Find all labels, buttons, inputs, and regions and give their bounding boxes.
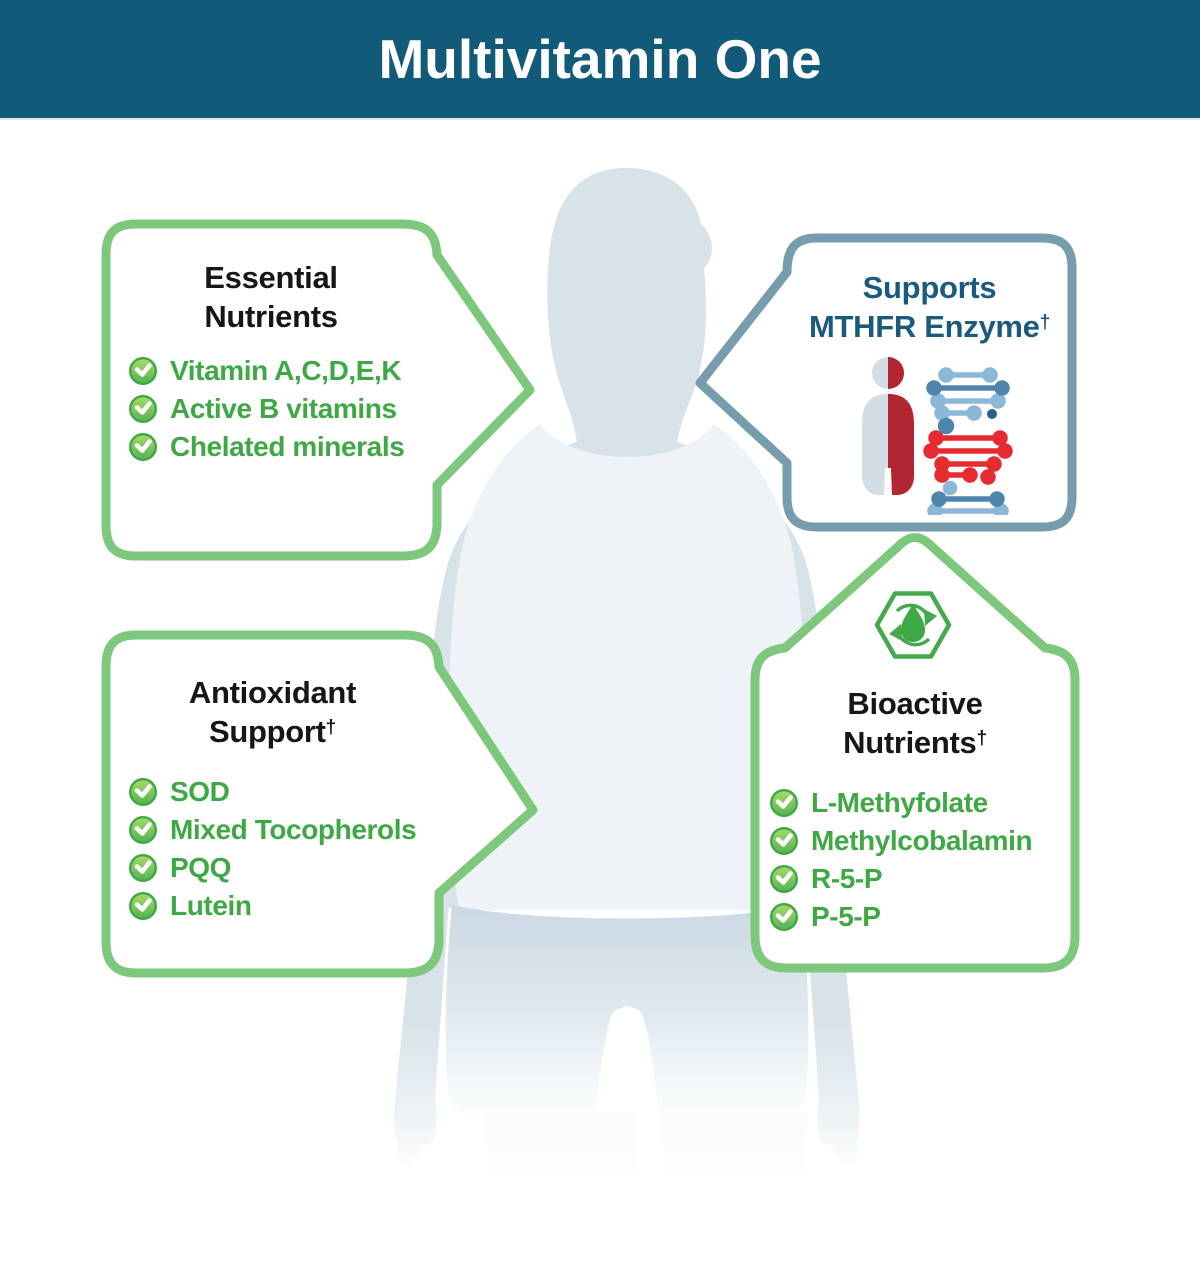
check-icon	[128, 777, 158, 807]
checklist-item-label: Mixed Tocopherols	[170, 814, 417, 845]
checklist-item-label: R-5-P	[811, 863, 883, 894]
check-icon	[128, 853, 158, 883]
check-icon	[769, 902, 799, 932]
speech-bubble-up-arrow	[750, 533, 1080, 973]
checklist: Vitamin A,C,D,E,K Active B vitamins	[106, 355, 436, 462]
checklist-item-label: P-5-P	[811, 901, 881, 932]
check-icon	[128, 891, 158, 921]
check-icon	[128, 815, 158, 845]
check-icon	[128, 356, 158, 386]
speech-bubble-right-arrow	[101, 219, 535, 561]
page-title: Multivitamin One	[378, 28, 822, 90]
checklist-item: Lutein	[128, 890, 439, 921]
checklist-item: R-5-P	[769, 863, 1075, 894]
check-icon	[769, 826, 799, 856]
checklist-item-label: L-Methyfolate	[811, 787, 988, 818]
checklist-item: Vitamin A,C,D,E,K	[128, 355, 436, 386]
person-dna-icon	[862, 357, 1013, 515]
checklist-item: Mixed Tocopherols	[128, 814, 439, 845]
checklist-item: Chelated minerals	[128, 431, 436, 462]
checklist-item: Active B vitamins	[128, 393, 436, 424]
checklist-item-label: Methylcobalamin	[811, 825, 1033, 856]
check-icon	[769, 788, 799, 818]
check-icon	[128, 394, 158, 424]
check-icon	[769, 864, 799, 894]
checklist: L-Methyfolate Methylcobalamin	[755, 787, 1075, 932]
checklist-item-label: Lutein	[170, 890, 252, 921]
checklist-item-label: Active B vitamins	[170, 393, 397, 424]
speech-bubble-right-arrow	[101, 630, 538, 978]
checklist-item: PQQ	[128, 852, 439, 883]
checklist-item: L-Methyfolate	[769, 787, 1075, 818]
checklist-item-label: SOD	[170, 776, 230, 807]
dna-strand	[923, 367, 1013, 515]
checklist-item: SOD	[128, 776, 439, 807]
checklist-item-label: Chelated minerals	[170, 431, 405, 462]
checklist: SOD Mixed Tocopherols	[106, 776, 439, 921]
checklist-item-label: Vitamin A,C,D,E,K	[170, 355, 402, 386]
checklist-item: P-5-P	[769, 901, 1075, 932]
renewal-hexagon-icon	[874, 591, 952, 659]
header-banner: Multivitamin One	[0, 0, 1200, 118]
check-icon	[128, 432, 158, 462]
checklist-item-label: PQQ	[170, 852, 232, 883]
checklist-item: Methylcobalamin	[769, 825, 1075, 856]
